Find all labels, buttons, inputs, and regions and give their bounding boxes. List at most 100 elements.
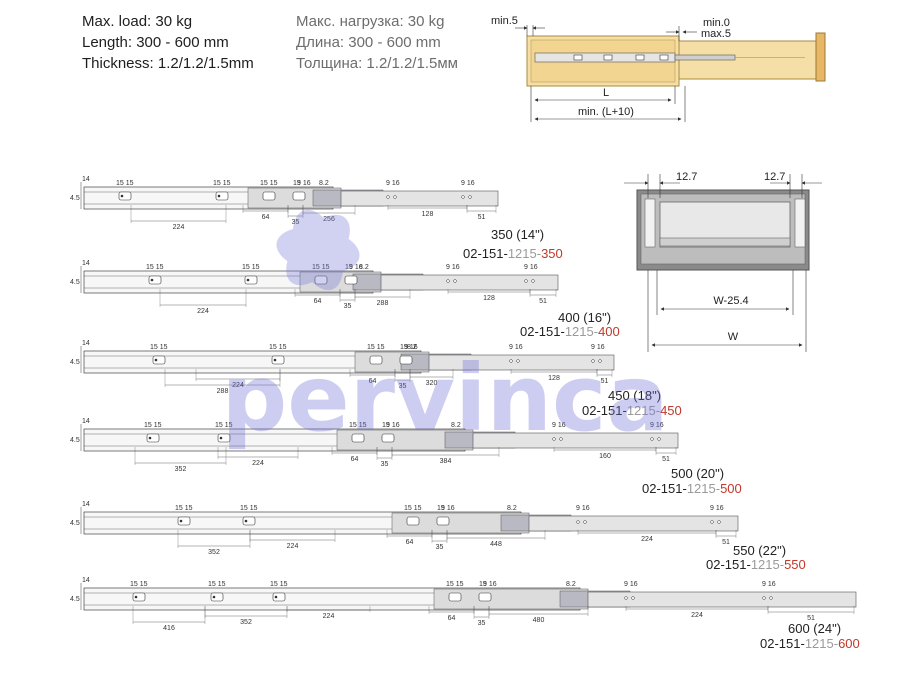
- dim-128: 128: [548, 375, 560, 382]
- label-4-5: 4.5: [70, 195, 80, 202]
- label-15-15: 15 15: [146, 264, 164, 271]
- label-15-15: 15 15: [116, 180, 134, 187]
- rail-size-label: 600 (24"): [788, 621, 841, 636]
- dim-35: 35: [381, 461, 389, 468]
- inner-hole: [531, 279, 535, 283]
- label-15-15: 15 15: [215, 422, 233, 429]
- dim-35: 35: [436, 544, 444, 551]
- rail-code: 02-151-1215-400: [520, 324, 620, 339]
- label-8-2: 8.2: [359, 264, 369, 271]
- label-L: L: [603, 87, 609, 99]
- mount-slot: [406, 516, 420, 526]
- label-8-2: 8.2: [566, 581, 576, 588]
- label-15-15: 15 15: [175, 505, 193, 512]
- inner-hole: [624, 596, 628, 600]
- label-15-15: 15 15: [213, 180, 231, 187]
- dim-416: 416: [163, 625, 175, 632]
- inner-hole: [386, 195, 390, 199]
- rail-code: 02-151-1215-500: [642, 481, 742, 496]
- mount-hole: [274, 595, 278, 599]
- mount-slot: [146, 433, 160, 443]
- dim-64: 64: [448, 615, 456, 622]
- mount-hole: [179, 519, 183, 523]
- label-right-12-7: 12.7: [764, 171, 785, 183]
- dim-51: 51: [662, 456, 670, 463]
- mount-slot: [478, 592, 492, 602]
- label-15-15: 15 15: [260, 180, 278, 187]
- dim-224: 224: [173, 224, 185, 231]
- inner-hole: [516, 359, 520, 363]
- label-max5: max.5: [701, 28, 731, 40]
- dim-128: 128: [422, 211, 434, 218]
- mount-hole: [150, 278, 154, 282]
- label-15-15: 15 15: [312, 264, 330, 271]
- dim-288: 288: [217, 388, 229, 395]
- mount-slot: [132, 592, 146, 602]
- dim-160: 160: [599, 453, 611, 460]
- label-15-15: 15 15: [130, 581, 148, 588]
- rail-size-label: 350 (14"): [491, 227, 544, 242]
- label-15-15: 15 15: [208, 581, 226, 588]
- rail-inner-member: [428, 354, 615, 371]
- dim-35: 35: [344, 303, 352, 310]
- dim-448: 448: [490, 541, 502, 548]
- label-14: 14: [82, 260, 90, 267]
- label-4-5: 4.5: [70, 359, 80, 366]
- inner-hole: [631, 596, 635, 600]
- label-9-16: 9 16: [349, 264, 363, 271]
- label-15-15: 15 15: [270, 581, 288, 588]
- cross-section-diagram: 12.7 12.7 W-25.4 W: [624, 171, 822, 352]
- label-9-16: 9 16: [446, 264, 460, 271]
- label-15: 15: [437, 505, 445, 512]
- label-9-16: 9 16: [552, 422, 566, 429]
- mount-hole: [120, 194, 124, 198]
- rail-left-section: [644, 198, 656, 248]
- spec-max-load: Max. load: 30 kg: [82, 13, 193, 30]
- mount-slot: [369, 355, 383, 365]
- mount-slot: [242, 516, 256, 526]
- label-9-16: 9 16: [650, 422, 664, 429]
- mount-hole: [217, 194, 221, 198]
- rail-size-label: 450 (18"): [608, 388, 661, 403]
- inner-hole: [657, 437, 661, 441]
- label-14: 14: [82, 340, 90, 347]
- inner-hole: [559, 437, 563, 441]
- inner-hole: [552, 437, 556, 441]
- dim-64: 64: [369, 378, 377, 385]
- mount-slot: [244, 275, 258, 285]
- mount-slot: [436, 516, 450, 526]
- mount-slot: [177, 516, 191, 526]
- label-14: 14: [82, 418, 90, 425]
- dim-64: 64: [314, 298, 322, 305]
- dim-64: 64: [351, 456, 359, 463]
- label-14: 14: [82, 577, 90, 584]
- inner-hole: [393, 195, 397, 199]
- label-minL10: min. (L+10): [578, 106, 634, 118]
- rail-code: 02-151-1215-550: [706, 557, 806, 572]
- label-15: 15: [479, 581, 487, 588]
- label-W: W: [728, 331, 739, 343]
- label-9-16: 9 16: [297, 180, 311, 187]
- label-9-16: 9 16: [509, 344, 523, 351]
- dim-51: 51: [478, 214, 486, 221]
- inner-hole: [461, 195, 465, 199]
- inner-hole: [468, 195, 472, 199]
- mount-hole: [134, 595, 138, 599]
- label-4-5: 4.5: [70, 279, 80, 286]
- inner-hole: [769, 596, 773, 600]
- label-15: 15: [293, 180, 301, 187]
- dim-224: 224: [232, 382, 244, 389]
- label-9-16: 9 16: [524, 264, 538, 271]
- rail-inner-member: [528, 515, 739, 532]
- specs-russian: Макс. нагрузка: 30 kg Длина: 300 - 600 m…: [296, 11, 458, 74]
- mount-slot: [152, 355, 166, 365]
- inner-hole: [576, 520, 580, 524]
- inner-hole: [591, 359, 595, 363]
- dim-224: 224: [641, 536, 653, 543]
- label-15-15: 15 15: [144, 422, 162, 429]
- spec-thickness-ru: Толщина: 1.2/1.2/1.5мм: [296, 55, 458, 72]
